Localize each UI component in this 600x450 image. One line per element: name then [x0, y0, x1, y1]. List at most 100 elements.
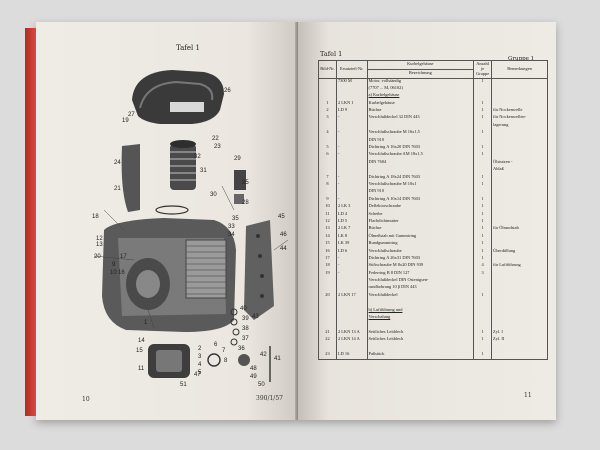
cell-ersatzteil [335, 307, 368, 316]
cell-bezeichnung: Deflektorschraube [366, 203, 475, 212]
svg-text:7: 7 [222, 348, 226, 354]
cell-ersatzteil: - [335, 255, 368, 264]
svg-text:4: 4 [198, 362, 202, 368]
svg-text:49: 49 [250, 374, 257, 380]
cell-bild [318, 167, 337, 175]
svg-text:26: 26 [224, 88, 231, 94]
cell-bemerkungen [491, 189, 548, 197]
cell-bezeichnung: Kurbelgehäuse [366, 100, 475, 109]
svg-text:38: 38 [242, 326, 249, 332]
cell-bemerkungen [491, 145, 548, 153]
left-page-title: Tafel 1 [176, 44, 200, 52]
cell-bild: 22 [318, 336, 337, 345]
cell-anzahl: 1 [473, 336, 493, 345]
cell-bild: 6 [318, 151, 337, 160]
cell-bemerkungen [491, 285, 548, 293]
cell-bemerkungen [491, 137, 548, 146]
cell-bild [318, 285, 337, 293]
cell-bemerkungen: Überdüllung [491, 248, 548, 256]
cell-bild [318, 307, 337, 316]
cell-ersatzteil: - [335, 115, 368, 123]
cell-ersatzteil: - [335, 174, 368, 182]
cell-ersatzteil: - [335, 181, 368, 190]
cell-bemerkungen [491, 300, 548, 308]
cell-bemerkungen [491, 270, 548, 279]
cell-bemerkungen [491, 204, 548, 212]
cell-bild: 21 [318, 329, 337, 338]
svg-text:45: 45 [278, 214, 285, 220]
left-page-number: 10 [82, 396, 90, 403]
svg-text:13: 13 [96, 242, 103, 248]
cell-bemerkungen [491, 307, 548, 316]
cell-ersatzteil: LD 9 [335, 107, 368, 116]
cell-bild: 18 [318, 262, 337, 271]
svg-text:46: 46 [280, 232, 287, 238]
col-ersatzteil: Ersatzteil-Nr. [335, 60, 368, 79]
svg-text:19: 19 [122, 118, 129, 124]
cell-bild [318, 300, 337, 308]
cell-bild [318, 344, 337, 352]
cell-anzahl: 3 [473, 270, 493, 279]
right-page-number: 11 [524, 392, 532, 399]
svg-text:33: 33 [228, 224, 235, 230]
cell-bemerkungen [491, 315, 548, 323]
col-header-top: Kurbelgehäuse [366, 60, 475, 70]
svg-text:47: 47 [194, 372, 201, 378]
cell-bild: 7 [318, 174, 337, 182]
cell-bemerkungen: für Ölrundstab [491, 225, 548, 234]
cell-bemerkungen [491, 233, 548, 242]
col-bemerkungen: Bemerkungen [491, 60, 548, 79]
left-page-code: 390/1/57 [256, 395, 283, 402]
cell-bemerkungen [491, 93, 548, 101]
table-row [318, 300, 548, 308]
svg-text:39: 39 [242, 316, 249, 322]
cell-bemerkungen [491, 322, 548, 330]
cell-bemerkungen [491, 100, 548, 109]
right-page-title: Tafel 1 [320, 50, 343, 58]
cell-bild [318, 85, 337, 94]
group-label: Gruppe 1 [508, 56, 535, 62]
cell-anzahl [473, 85, 493, 94]
cell-bild [318, 78, 337, 86]
cell-bemerkungen: Ablaß [491, 166, 548, 175]
col-bezeichnung: Bezeichnung [366, 68, 475, 79]
cell-anzahl: 1 [473, 115, 493, 123]
svg-text:23: 23 [214, 144, 221, 150]
svg-text:43: 43 [252, 314, 259, 320]
cell-bild: 13 [318, 225, 337, 234]
left-page: Tafel 1 [36, 22, 298, 420]
cell-bemerkungen [491, 218, 548, 227]
cell-anzahl [473, 307, 493, 316]
cell-bild [318, 322, 337, 330]
cell-anzahl [473, 315, 493, 323]
cell-bezeichnung: Paßstück [366, 351, 475, 361]
cell-ersatzteil [335, 189, 368, 197]
cell-bemerkungen [491, 292, 548, 301]
cell-bezeichnung: Flachdichtmutter [366, 218, 475, 227]
svg-text:12: 12 [96, 236, 103, 242]
table-row: DIN 910 [318, 137, 548, 146]
open-booklet: Tafel 1 [25, 22, 556, 420]
cell-bild: 16 [318, 248, 337, 256]
svg-text:8: 8 [224, 358, 228, 364]
cell-bild [318, 278, 337, 286]
cell-bild: 19 [318, 270, 337, 279]
cell-bemerkungen [491, 211, 548, 219]
svg-text:48: 48 [250, 366, 257, 372]
cell-bild: 20 [318, 292, 337, 301]
cell-bild: 1 [318, 100, 337, 109]
cell-bild [318, 315, 337, 323]
cell-ersatzteil [335, 315, 368, 323]
cell-bild [318, 159, 337, 168]
svg-text:14: 14 [138, 338, 145, 344]
table-row: b) Luftführung und [318, 307, 548, 316]
